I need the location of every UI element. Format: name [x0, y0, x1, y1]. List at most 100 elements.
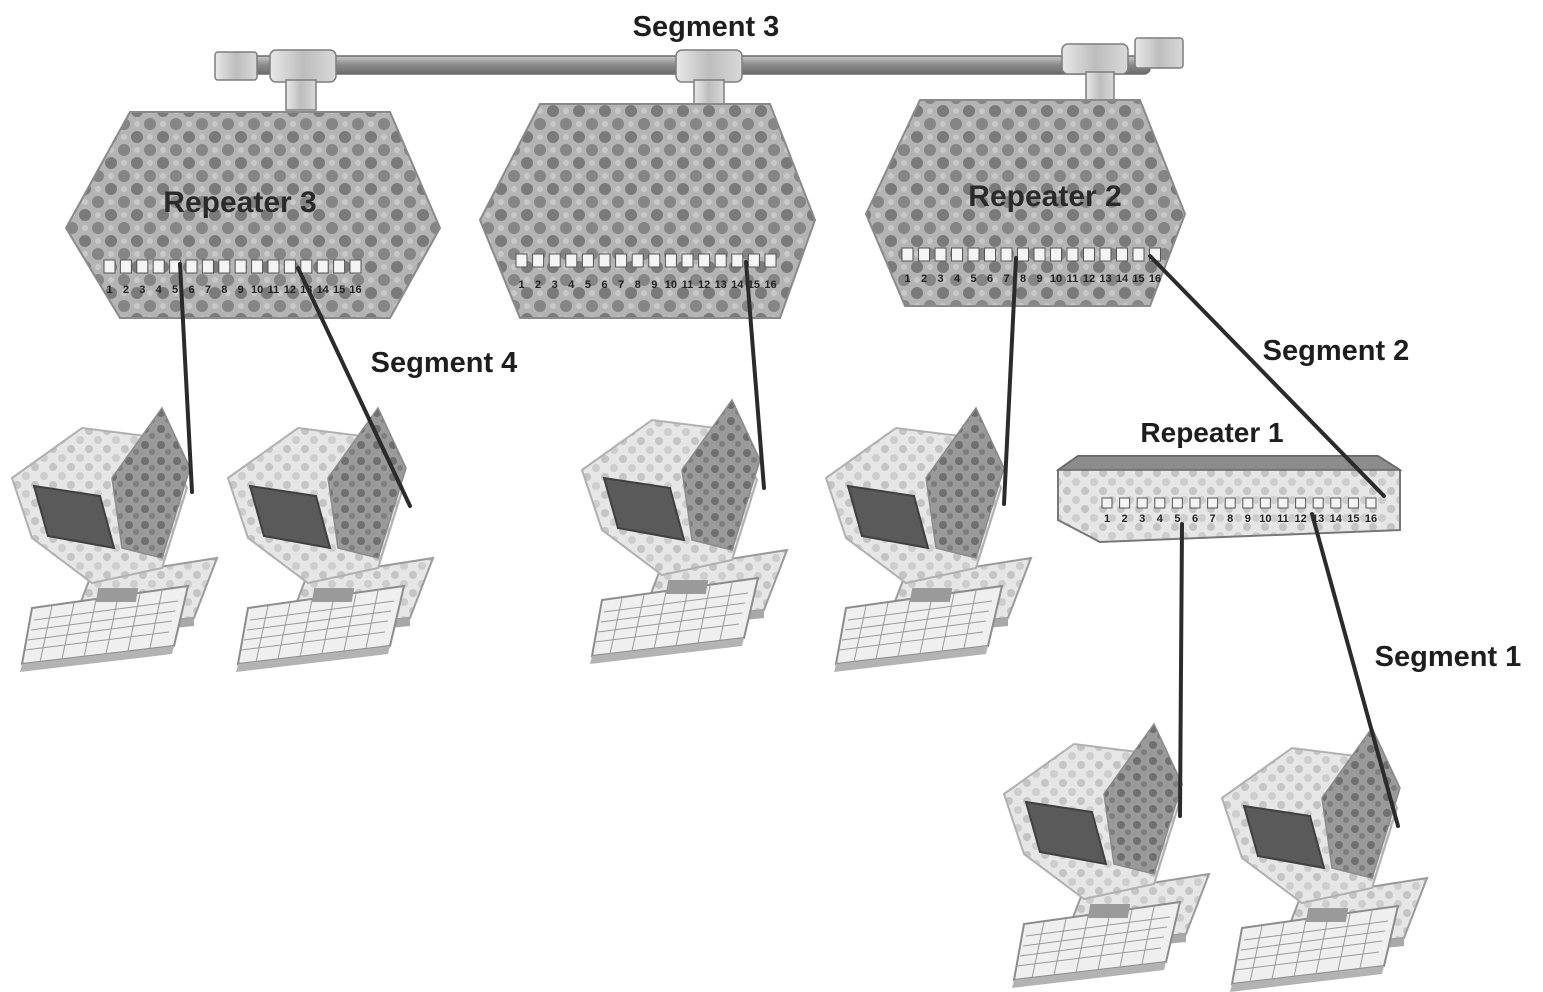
port-number: 5 — [1174, 513, 1180, 525]
port-11 — [267, 259, 280, 274]
port-9 — [234, 259, 247, 274]
port-13 — [1312, 497, 1324, 509]
port-number: 12 — [1083, 273, 1095, 285]
port-number: 8 — [221, 284, 227, 296]
port-3 — [136, 259, 149, 274]
port-number: 7 — [1210, 513, 1216, 525]
port-number: 10 — [1259, 513, 1271, 525]
port-number: 9 — [1245, 513, 1251, 525]
port-number: 14 — [1330, 513, 1343, 525]
port-10 — [1259, 497, 1271, 509]
repeater-2-label: Repeater 2 — [968, 180, 1121, 213]
segment-4-label: Segment 4 — [371, 347, 518, 379]
port-number: 11 — [268, 284, 280, 296]
segment-1-label: Segment 1 — [1375, 641, 1522, 673]
port-3 — [1136, 497, 1148, 509]
port-number: 16 — [349, 284, 361, 296]
port-12 — [698, 253, 711, 268]
computer-4 — [825, 407, 1032, 673]
computer-1 — [11, 407, 218, 673]
repeater-1-label: Repeater 1 — [1140, 417, 1283, 448]
port-13 — [1099, 247, 1112, 262]
port-13 — [714, 253, 727, 268]
port-10 — [251, 259, 264, 274]
segment-3-label: Segment 3 — [633, 11, 780, 43]
port-11 — [1277, 497, 1289, 509]
port-number: 8 — [1227, 513, 1233, 525]
port-number: 1 — [904, 273, 910, 285]
port-number: 2 — [921, 273, 927, 285]
port-16 — [1365, 497, 1377, 509]
port-number: 6 — [1192, 513, 1198, 525]
port-number: 16 — [764, 279, 776, 291]
cable-r2-pc4 — [1002, 256, 1018, 506]
port-8 — [1017, 247, 1029, 262]
port-5 — [1171, 497, 1183, 509]
port-7 — [615, 253, 628, 268]
port-8 — [1224, 497, 1236, 509]
cable-r-middle-pc3 — [744, 260, 766, 490]
port-number: 7 — [1003, 273, 1009, 285]
port-1 — [515, 253, 528, 268]
computer-3 — [581, 399, 788, 665]
port-2 — [119, 259, 132, 274]
port-number: 1 — [106, 284, 112, 296]
port-2 — [532, 253, 545, 268]
port-number: 10 — [665, 279, 677, 291]
port-8 — [218, 259, 231, 274]
port-number: 5 — [172, 284, 178, 296]
port-number: 12 — [1294, 513, 1306, 525]
port-number: 12 — [698, 279, 710, 291]
port-number: 14 — [731, 279, 744, 291]
port-12 — [283, 259, 296, 274]
port-7 — [201, 259, 214, 274]
port-5 — [967, 247, 980, 262]
port-number: 8 — [1020, 273, 1026, 285]
port-number: 4 — [568, 279, 575, 291]
port-15 — [1132, 247, 1145, 262]
port-number: 2 — [535, 279, 541, 291]
port-number: 12 — [284, 284, 296, 296]
port-number: 1 — [518, 279, 524, 291]
port-2 — [1119, 497, 1131, 509]
computer-5 — [1003, 723, 1210, 989]
port-number: 3 — [937, 273, 943, 285]
port-number: 9 — [1036, 273, 1042, 285]
port-number: 3 — [552, 279, 558, 291]
port-number: 7 — [205, 284, 211, 296]
port-number: 4 — [954, 273, 961, 285]
port-number: 16 — [1149, 273, 1161, 285]
port-9 — [1033, 247, 1046, 262]
computer-2 — [227, 407, 434, 673]
port-number: 14 — [1116, 273, 1129, 285]
port-number: 7 — [618, 279, 624, 291]
port-1 — [901, 247, 914, 262]
port-number: 11 — [682, 279, 694, 291]
port-15 — [1347, 497, 1359, 509]
port-1 — [103, 259, 116, 274]
port-number: 9 — [238, 284, 244, 296]
port-number: 16 — [1365, 513, 1377, 525]
port-7 — [1207, 497, 1219, 509]
port-number: 6 — [601, 279, 607, 291]
port-14 — [316, 259, 329, 274]
segment-2-label: Segment 2 — [1263, 335, 1410, 367]
port-12 — [1083, 247, 1095, 262]
port-number: 3 — [1139, 513, 1145, 525]
port-4 — [1154, 497, 1166, 509]
port-4 — [565, 253, 578, 268]
port-6 — [185, 259, 198, 274]
port-6 — [984, 247, 996, 262]
cable-r2-r1 — [1148, 254, 1386, 498]
port-14 — [731, 253, 744, 268]
port-9 — [1242, 497, 1254, 509]
port-number: 15 — [748, 279, 760, 291]
port-number: 15 — [1347, 513, 1359, 525]
port-number: 11 — [1067, 273, 1079, 285]
